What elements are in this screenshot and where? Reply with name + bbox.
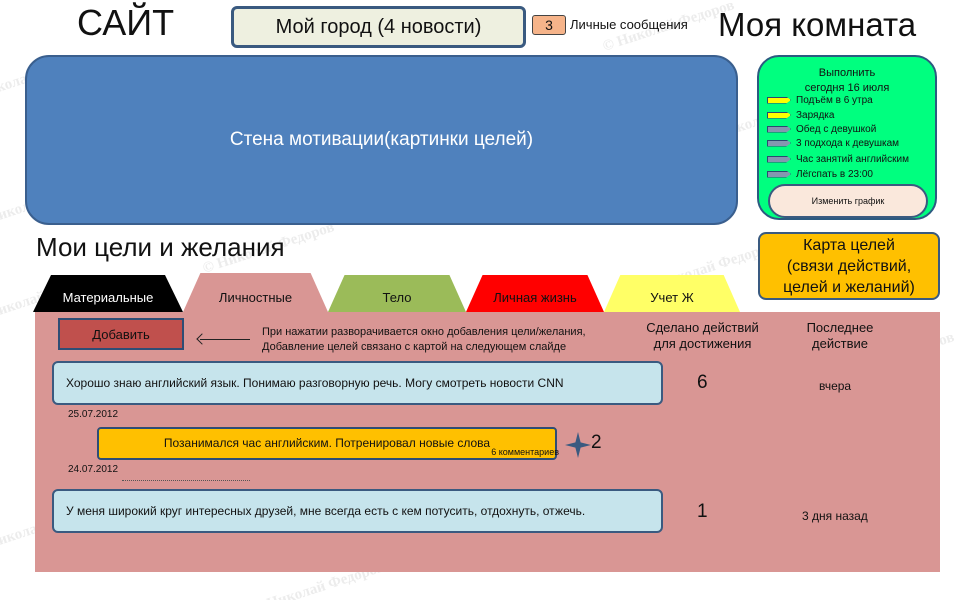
goal-last-action: вчера	[819, 379, 852, 393]
page-title: Моя комната	[718, 6, 917, 43]
goal-card[interactable]: У меня широкий круг интересных друзей, м…	[52, 489, 663, 533]
column-header-actions: Сделано действий для достижения	[646, 320, 759, 351]
tab-personal-life[interactable]: Личная жизнь	[466, 275, 604, 312]
goal-last-action: 3 дня назад	[802, 509, 868, 523]
tab-body[interactable]: Тело	[328, 275, 466, 312]
arrow-icon	[767, 170, 791, 178]
schedule-item[interactable]: Подъём в 6 утра	[767, 93, 873, 107]
schedule-item[interactable]: Час занятий английским	[767, 152, 909, 166]
schedule-item[interactable]: 3 подхода к девушкам	[767, 136, 899, 150]
schedule-item[interactable]: Лёгспать в 23:00	[767, 167, 873, 181]
add-hint: При нажатии разворачивается окно добавле…	[262, 326, 586, 353]
comments-link[interactable]: 6 комментариев	[491, 447, 559, 457]
tab-accounting[interactable]: Учет Ж	[604, 275, 740, 312]
change-schedule-button[interactable]: Изменить график	[768, 184, 928, 218]
goals-heading: Мои цели и желания	[36, 232, 285, 262]
action-card[interactable]: Позанимался час английским. Потренировал…	[97, 427, 559, 460]
motivation-wall[interactable]: Стена мотивации(картинки целей)	[25, 55, 738, 225]
my-city-button[interactable]: Мой город (4 новости)	[231, 6, 526, 48]
action-date: 24.07.2012	[68, 464, 119, 475]
messages-link[interactable]: Личные сообщения	[570, 17, 688, 32]
goal-map-button[interactable]: Карта целей (связи действий, целей и жел…	[758, 232, 940, 300]
arrow-icon	[767, 125, 791, 133]
arrow-icon	[767, 111, 791, 119]
schedule-heading: Выполнить сегодня 16 июля	[804, 67, 890, 94]
goal-actions-count: 6	[697, 372, 708, 393]
add-goal-button[interactable]: Добавить	[58, 318, 184, 350]
arrow-icon	[767, 96, 791, 104]
tab-material[interactable]: Материальные	[33, 275, 183, 312]
motivation-wall-label: Стена мотивации(картинки целей)	[229, 129, 534, 150]
today-schedule: Выполнить сегодня 16 июля Подъём в 6 утр…	[757, 55, 937, 220]
action-date: 25.07.2012	[68, 409, 119, 420]
column-header-last-action: Последнее действие	[806, 320, 874, 351]
messages-count-badge[interactable]: 3	[532, 15, 566, 35]
star-count: 2	[591, 432, 602, 453]
goal-actions-count: 1	[697, 501, 708, 522]
divider	[122, 480, 250, 481]
schedule-item[interactable]: Зарядка	[767, 108, 834, 122]
goal-card[interactable]: Хорошо знаю английский язык. Понимаю раз…	[52, 361, 663, 405]
arrow-icon	[767, 155, 791, 163]
arrow-left-icon	[200, 339, 250, 340]
tab-personal[interactable]: Личностные	[183, 273, 328, 312]
site-title[interactable]: САЙТ	[77, 2, 175, 43]
arrow-icon	[767, 139, 791, 147]
schedule-item[interactable]: Обед с девушкой	[767, 122, 876, 136]
